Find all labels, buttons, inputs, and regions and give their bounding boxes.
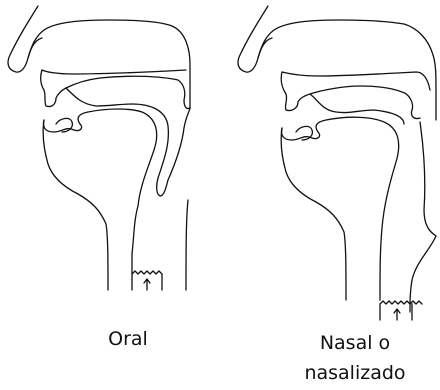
nasal-nasal-cavity-roof (258, 20, 436, 120)
nasal-glottis-wave (380, 301, 422, 304)
nasal-velum (310, 94, 404, 124)
nasal-tongue (296, 126, 312, 140)
oral-airflow-arrow (144, 279, 150, 290)
nasal-label-line2: nasalizado (290, 358, 420, 388)
nasal-airflow-arrow (394, 309, 400, 320)
nasal-label: Nasal o nasalizado (290, 328, 420, 388)
oral-vocal-tract (8, 6, 190, 290)
nasal-chin-throat (281, 128, 346, 300)
oral-face-outline (8, 6, 42, 72)
nasal-face-outline (238, 6, 272, 72)
nasal-lower-lip (281, 117, 398, 300)
nasal-label-line1: Nasal o (290, 328, 420, 358)
oral-chin-throat (43, 120, 108, 290)
nasal-upper-lip (282, 72, 430, 90)
oral-upper-lip (42, 70, 186, 74)
oral-pharynx-wall (186, 200, 188, 290)
nasal-back-curve (410, 236, 436, 312)
nasal-pharynx-wall (420, 122, 436, 236)
oral-label: Oral (88, 328, 168, 350)
oral-glottis-wave (132, 271, 162, 274)
nasal-vocal-tract (238, 6, 436, 320)
oral-hard-palate (41, 70, 190, 109)
oral-nasal-cavity-roof (28, 20, 190, 108)
oral-velum (66, 88, 190, 196)
